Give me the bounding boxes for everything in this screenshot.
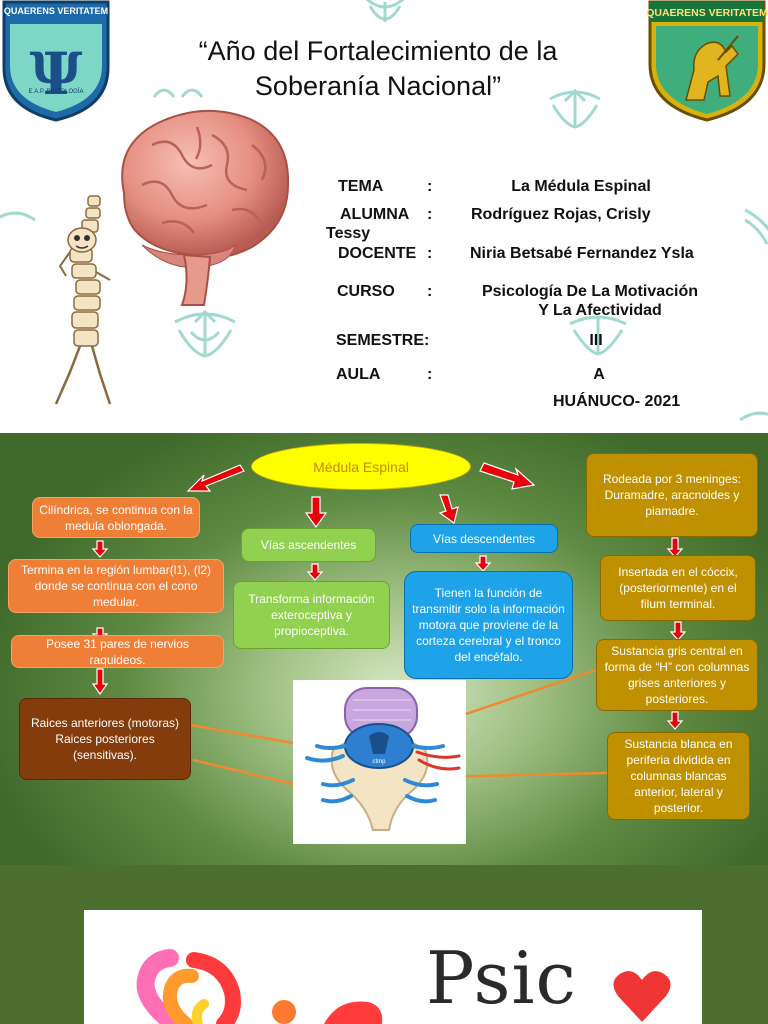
heart-icon [613,971,671,1022]
alumna-label: ALUMNA [340,206,410,223]
svg-text:QUAERENS VERITATEM: QUAERENS VERITATEM [4,6,108,16]
decorative-motifs [0,0,768,422]
curso-value-line-1: Psicología De La Motivación [481,283,699,300]
curso-value-line-2: Y La Afectividad [538,302,662,319]
third-slide-preview: Psic [0,865,768,1024]
arrow-central-descendentes [438,494,459,525]
cover-slide: Ψ QUAERENS VERITATEM E.A.P. PSICOLOGÍA Q… [0,0,768,433]
concept-box-insertada-coccix: Insertada en el cóccix, (posteriormente)… [600,555,756,621]
title-line-1: “Año del Fortalecimiento de la [198,36,558,66]
spine-cartoon-illustration [54,195,112,405]
logo-card: Psic [84,910,702,1024]
psic-logo-text: Psic [426,936,577,1020]
arrow-central-right [479,462,536,490]
alumna-value-line-2: Tessy [326,225,371,242]
arrow-right-2 [669,621,687,641]
concept-box-vias-descendentes: Vías descendentes [410,524,558,553]
arrow-descendentes [474,555,492,572]
concept-box-vias-ascendentes: Vías ascendentes [241,528,376,562]
connector-arrows [91,462,687,804]
curso-colon: : [427,283,433,300]
concept-box-sustancia-gris: Sustancia gris central en forma de “H” c… [596,639,758,711]
concept-box-raices: Raices anteriores (motoras) Raices poste… [19,698,191,780]
arrow-central-ascendentes [304,496,328,529]
semestre-value: III [589,332,603,349]
svg-text:QUAERENS VERITATEM: QUAERENS VERITATEM [646,7,768,19]
alumna-colon: : [427,206,433,223]
arrow-central-left [186,464,245,492]
tema-value: La Médula Espinal [511,178,651,195]
concept-box-31-pares: Posee 31 pares de nervios raquideos. [11,635,224,668]
concept-box-descendentes-detalle: Tienen la función de transmitir solo la … [404,571,573,679]
tema-colon: : [427,178,433,195]
concept-box-meninges: Rodeada por 3 meninges: Duramadre, aracn… [586,453,758,537]
docente-label: DOCENTE [338,245,417,262]
svg-text:Ψ: Ψ [30,40,83,108]
svg-text:ctmp: ctmp [372,759,386,765]
semestre-label: SEMESTRE: [336,332,430,349]
colorful-brand-mark [124,940,383,1024]
docente-colon: : [427,245,433,262]
tema-label: TEMA [338,178,384,195]
arrow-right-3 [666,711,684,730]
arrow-left-1 [91,540,109,558]
central-topic-oval: Médula Espinal [251,443,471,490]
concept-box-termina-lumbar: Termina en la región lumbar(l1), (l2) do… [8,559,224,613]
brain-illustration [121,110,290,306]
aula-value: A [593,366,605,383]
arrow-ascendentes [306,563,324,581]
arrow-right-1 [666,537,684,558]
concept-box-ascendentes-detalle: Transforma información exteroceptiva y p… [233,581,390,649]
university-lion-shield-logo: QUAERENS VERITATEM [646,0,768,122]
spinal-cord-cross-section-image: ctmp [293,680,466,844]
concept-map-slide: Médula Espinal Cilíndrica, se continua c… [0,433,768,865]
svg-text:E.A.P. PSICOLOGÍA: E.A.P. PSICOLOGÍA [29,88,84,95]
concept-box-sustancia-blanca: Sustancia blanca en periferia dividida e… [607,732,750,820]
university-psychology-logo: Ψ QUAERENS VERITATEM E.A.P. PSICOLOGÍA [2,0,110,122]
place-date: HUÁNUCO- 2021 [553,393,681,410]
curso-label: CURSO [337,283,395,300]
page-title: “Año del Fortalecimiento de la Soberanía… [150,34,606,104]
docente-value: Niria Betsabé Fernandez Ysla [470,245,694,262]
concept-box-cilindrica: Cilíndrica, se continua con la medula ob… [32,497,200,538]
alumna-value-line-1: Rodríguez Rojas, Crisly [471,206,651,223]
title-line-2: Soberanía Nacional” [254,71,502,101]
aula-label: AULA [336,366,381,383]
arrow-left-3 [91,668,109,696]
aula-colon: : [427,366,433,383]
